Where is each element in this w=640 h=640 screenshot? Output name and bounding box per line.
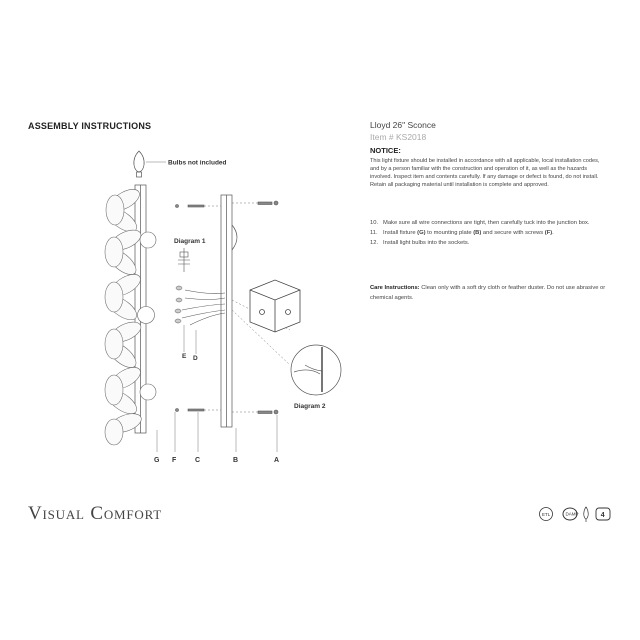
bulb-icon xyxy=(133,150,145,178)
part-label-b: B xyxy=(233,457,238,464)
product-title: Lloyd 26" Sconce xyxy=(370,120,436,130)
assembly-title: ASSEMBLY INSTRUCTIONS xyxy=(28,121,152,131)
bulb-count: 4 xyxy=(601,512,605,519)
part-label-a: A xyxy=(274,457,279,464)
step-text-part: Install fixture xyxy=(383,230,418,236)
notice-text: This light fixture should be installed i… xyxy=(370,158,600,188)
step-text: Make sure all wire connections are tight… xyxy=(383,220,590,226)
step-12: 12. Install light bulbs into the sockets… xyxy=(370,238,615,248)
step-number: 10. xyxy=(370,220,379,226)
item-number: Item # KS2018 xyxy=(370,132,427,142)
assembly-steps: 10. Make sure all wire connections are t… xyxy=(370,218,615,248)
wire-nuts xyxy=(174,285,183,324)
step-text: Install fixture (G) to mounting plate (B… xyxy=(383,228,615,238)
notice-heading: NOTICE: xyxy=(370,146,401,155)
part-label-c: C xyxy=(195,457,200,464)
step-text: Install light bulbs into the sockets. xyxy=(383,240,470,246)
etl-listed-icon: ETL xyxy=(539,507,553,521)
wire-connections xyxy=(181,289,226,326)
part-label-d: D xyxy=(193,355,198,362)
care-text: Clean only with a soft dry cloth or feat… xyxy=(370,285,606,301)
step-text-part: to mounting plate xyxy=(425,230,474,236)
crystal-petals xyxy=(104,189,142,446)
damp-label: DAMP xyxy=(566,512,579,517)
bulb-icon xyxy=(583,506,589,522)
junction-box xyxy=(249,279,301,333)
brand-logo: Visual Comfort xyxy=(28,503,163,524)
care-label: Care Instructions: xyxy=(370,285,420,291)
diagram-1-label: Diagram 1 xyxy=(174,238,206,245)
svg-text:ETL: ETL xyxy=(542,512,551,517)
bulbs-note: Bulbs not included xyxy=(168,160,227,167)
part-ref-b: (B) xyxy=(473,230,482,236)
step-text-part: . xyxy=(552,230,554,236)
part-ref-f: (F) xyxy=(544,230,553,236)
diagram-1-inset xyxy=(178,248,190,272)
care-instructions: Care Instructions: Clean only with a sof… xyxy=(370,283,615,303)
crystal-spheres xyxy=(137,231,157,401)
step-number: 11. xyxy=(370,230,378,236)
step-text-part: and secure with screws xyxy=(481,230,545,236)
mounting-plate xyxy=(220,194,238,428)
bottom-leader-lines xyxy=(156,412,278,452)
step-number: 12. xyxy=(370,240,379,246)
part-label-e: E xyxy=(182,353,187,360)
step-11: 11. Install fixture (G) to mounting plat… xyxy=(370,228,615,238)
part-label-g: G xyxy=(154,457,160,464)
certification-marks: ETL DAMP 4 xyxy=(539,506,611,522)
diagram-2-detail xyxy=(290,344,342,396)
bulb-count-badge: 4 xyxy=(595,507,611,521)
damp-rated-icon: DAMP xyxy=(562,507,579,521)
part-ref-g: (G) xyxy=(417,230,426,236)
part-label-f: F xyxy=(172,457,177,464)
assembly-diagram: Bulbs not included xyxy=(104,150,342,464)
diagram-2-label: Diagram 2 xyxy=(294,403,326,410)
step-10: 10. Make sure all wire connections are t… xyxy=(370,218,615,228)
